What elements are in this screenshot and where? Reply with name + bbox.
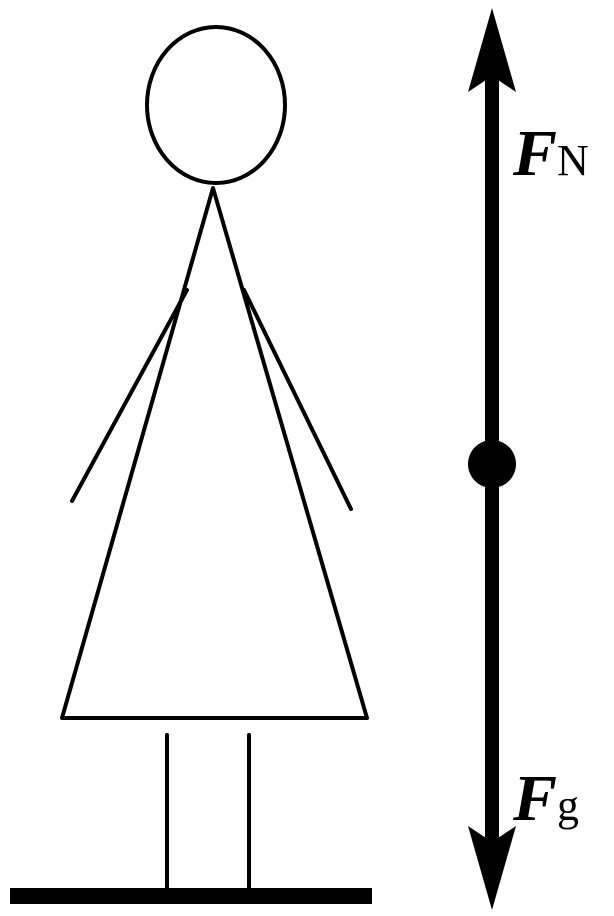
figure-body-triangle [62,188,367,718]
ground-line [10,888,372,904]
normal-force-label: FN [512,117,589,190]
stick-figure [62,27,367,890]
center-of-mass-dot [468,440,516,488]
figure-left-arm [72,290,187,501]
gravity-force-label: Fg [512,762,579,835]
figure-head [147,27,285,183]
gravity-force-subscript: g [557,781,579,830]
normal-force-subscript: N [557,136,589,185]
gravity-force-symbol: F [512,762,557,835]
normal-force-symbol: F [512,117,557,190]
